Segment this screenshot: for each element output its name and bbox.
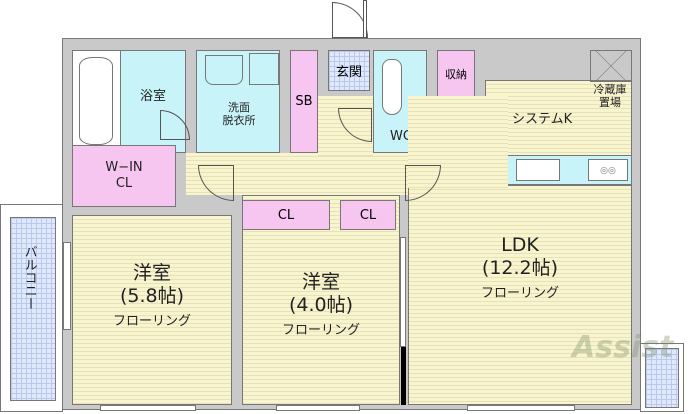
bathtub — [73, 51, 121, 152]
fridge-label-1: 冷蔵庫 — [593, 83, 627, 96]
window — [467, 405, 575, 411]
room1-name: 洋室 — [132, 262, 171, 284]
room2-labels: 洋室 (4.0帖) フローリング — [243, 271, 399, 338]
shoe-box: SB — [290, 50, 318, 153]
shoe-box-label: SB — [295, 94, 313, 109]
room1-floor: フローリング — [112, 313, 191, 329]
wc-label: WC — [390, 129, 412, 144]
washroom-label: 洗面 脱衣所 — [197, 101, 281, 127]
balcony-right — [640, 343, 684, 412]
room1-labels: 洋室 (5.8帖) フローリング — [73, 262, 231, 329]
walk-in-closet: W−IN CL — [72, 145, 176, 207]
entrance-label: 玄関 — [335, 65, 362, 80]
kitchen-counter: ◎◎ — [505, 155, 632, 185]
sliding-partition[interactable] — [400, 237, 406, 347]
walk-in-closet-label-1: W−IN — [105, 160, 143, 176]
stove-icon: ◎◎ — [588, 159, 628, 181]
watermark-logo: Assist — [572, 330, 674, 365]
balcony-label: バルコニー — [21, 245, 37, 310]
balcony: バルコニー — [0, 204, 63, 412]
storage: 収納 — [437, 50, 475, 98]
window — [100, 405, 196, 411]
room2-name: 洋室 — [301, 271, 340, 293]
fridge-label: 冷蔵庫 置場 — [580, 83, 640, 109]
room2-closet-2: CL — [340, 200, 396, 230]
closet-label: CL — [277, 207, 295, 223]
western-room-1: 洋室 (5.8帖) フローリング — [72, 215, 232, 405]
washing-machine-icon — [249, 53, 279, 85]
western-room-2: 洋室 (4.0帖) フローリング — [242, 195, 400, 405]
entrance: 玄関 — [328, 50, 370, 91]
kitchen-label: システムK — [512, 112, 573, 127]
walk-in-closet-label-2: CL — [115, 176, 133, 191]
entrance-door-leaf — [363, 0, 367, 38]
ldk: LDK (12.2帖) フローリング — [408, 185, 632, 405]
room2-closet-1: CL — [242, 200, 330, 230]
ldk-labels: LDK (12.2帖) フローリング — [409, 234, 631, 301]
room2-size: (4.0帖) — [288, 293, 354, 316]
window — [276, 405, 360, 411]
ldk-size: (12.2帖) — [481, 256, 559, 279]
room1-size: (5.8帖) — [119, 284, 185, 307]
washroom: 洗面 脱衣所 — [196, 50, 280, 153]
washroom-label-2: 脱衣所 — [222, 114, 256, 128]
kitchen-sink-icon — [516, 159, 560, 181]
room2-floor: フローリング — [281, 322, 360, 338]
fridge-label-2: 置場 — [599, 96, 621, 110]
room1-window — [63, 242, 71, 330]
fridge-space — [590, 50, 632, 82]
toilet-icon — [382, 59, 402, 115]
ldk-name: LDK — [501, 234, 539, 256]
storage-label: 収納 — [445, 68, 467, 81]
closet-label: CL — [359, 207, 377, 223]
partition-wall — [401, 347, 406, 405]
bathroom-label: 浴室 — [139, 89, 166, 104]
ldk-floor: フローリング — [480, 285, 559, 301]
sink-icon — [205, 55, 243, 85]
washroom-label-1: 洗面 — [228, 101, 250, 114]
